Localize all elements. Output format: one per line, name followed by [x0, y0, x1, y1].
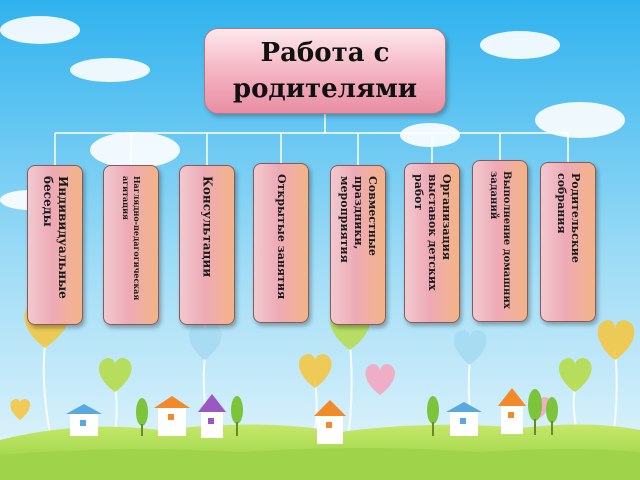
- child-node-label: Организация выставок детских работ: [412, 174, 453, 291]
- child-node-parent-meetings: Родительские собрания: [540, 162, 596, 322]
- houses: [66, 388, 526, 444]
- child-node-homework: Выполнение домашних заданий: [472, 160, 528, 322]
- child-node-individual-talks: Индивидуальные беседы: [27, 165, 83, 325]
- child-node-label: Родительские собрания: [555, 173, 582, 263]
- trees: [136, 389, 558, 436]
- child-node-consultations: Консультации: [179, 165, 235, 325]
- child-node-label: Выполнение домашних заданий: [488, 171, 512, 309]
- child-node-open-lessons: Открытые занятия: [253, 163, 309, 323]
- child-node-label: Консультации: [200, 176, 215, 278]
- root-node-label: Работа с родителями: [232, 38, 418, 104]
- child-node-label: Наглядно-педагогическая агитация: [121, 176, 142, 301]
- child-node-label: Индивидуальные беседы: [41, 176, 70, 299]
- child-node-label: Открытые занятия: [275, 174, 288, 300]
- child-node-joint-holidays: Совместные праздники, мероприятия: [330, 165, 386, 325]
- connector-lines: [54, 114, 569, 165]
- child-node-visual-agitation: Наглядно-педагогическая агитация: [103, 165, 159, 325]
- root-node-box: Работа с родителями: [204, 28, 446, 114]
- child-node-exhibitions: Организация выставок детских работ: [404, 163, 460, 323]
- child-node-label: Совместные праздники, мероприятия: [338, 176, 379, 263]
